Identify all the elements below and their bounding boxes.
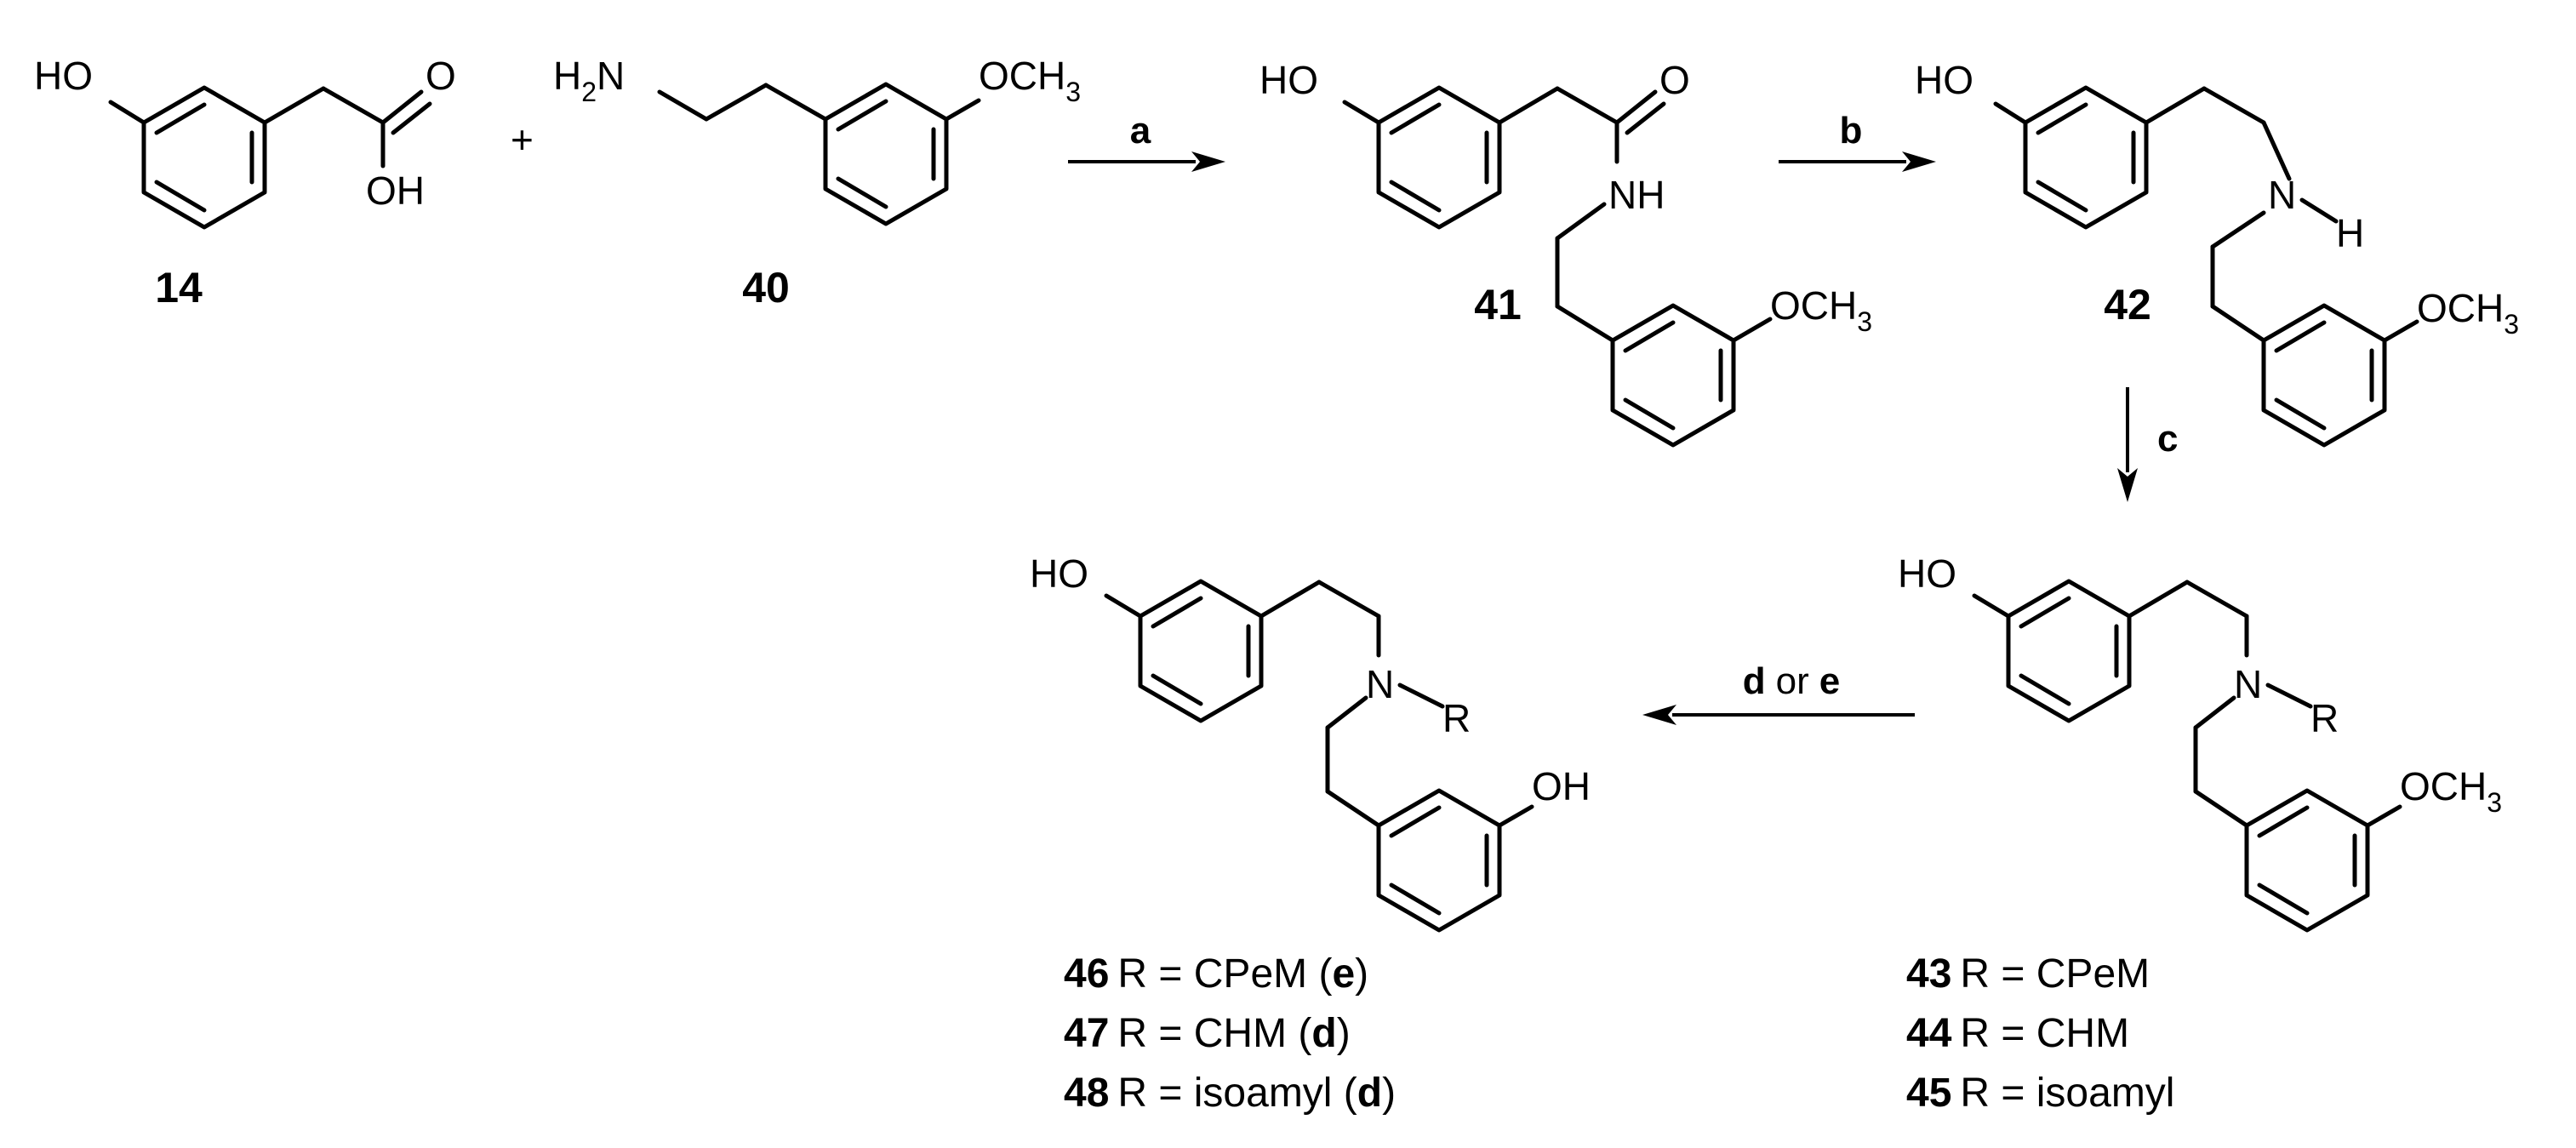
reagent-label-a: a [1130, 110, 1151, 151]
carbonyl-oxygen-label: O [1659, 58, 1690, 102]
hydroxy-label: HO [1915, 58, 1973, 102]
benzene-ring [825, 84, 946, 224]
compound-number-42: 42 [2104, 281, 2151, 328]
benzene-ring [1379, 791, 1499, 930]
compound-43-45: HO N R OCH3 [1898, 551, 2502, 930]
compound-40: H2N OCH3 40 [553, 54, 1081, 311]
compound-number-14: 14 [155, 264, 203, 311]
methoxy-label: OCH3 [979, 54, 1081, 107]
amine-n-label: N [1366, 662, 1394, 706]
amide-nh-label: NH [1608, 173, 1665, 217]
amine-n-label: N [2268, 173, 2296, 217]
amine-h-label: H [2336, 211, 2364, 255]
hydroxy-label: HO [34, 54, 93, 98]
benzene-ring [1379, 88, 1499, 227]
carbonyl-oxygen-label: O [426, 54, 456, 98]
reaction-arrow-c: c [2117, 387, 2178, 502]
plus-sign: + [511, 117, 534, 162]
r-group-label: R [1442, 696, 1471, 740]
hydroxy-label: HO [1030, 551, 1088, 596]
benzene-ring [2264, 306, 2385, 445]
compound-46-48: HO N R OH [1030, 551, 1591, 930]
compound-number-40: 40 [742, 264, 790, 311]
compound-number-41: 41 [1474, 281, 1522, 328]
compound-41: HO O NH OCH3 41 [1259, 58, 1872, 445]
reaction-arrow-b: b [1779, 110, 1936, 172]
amine-n-label: N [2234, 662, 2262, 706]
hydroxy-label: HO [1898, 551, 1956, 596]
benzene-ring [2008, 581, 2129, 721]
reagent-label-b: b [1840, 110, 1863, 151]
acid-oh-label: OH [366, 168, 425, 213]
methoxy-label: OCH3 [2400, 764, 2502, 818]
benzene-ring [2247, 791, 2368, 930]
benzene-ring [1140, 581, 1261, 721]
methoxy-label: OCH3 [2417, 286, 2519, 340]
hydroxy-label: HO [1259, 58, 1318, 102]
benzene-ring [2025, 88, 2146, 227]
phenol-oh-label: OH [1532, 764, 1591, 808]
r-group-label: R [2310, 696, 2339, 740]
reaction-arrow-a: a [1068, 110, 1225, 172]
compound-14: HO O OH 14 [34, 54, 456, 311]
methoxy-label: OCH3 [1770, 283, 1872, 337]
benzene-ring [1613, 306, 1734, 445]
amine-label: H2N [553, 54, 625, 107]
compound-42: HO N H OCH3 42 [1915, 58, 2519, 445]
reagent-label-c: c [2157, 418, 2178, 460]
benzene-ring [144, 88, 265, 227]
